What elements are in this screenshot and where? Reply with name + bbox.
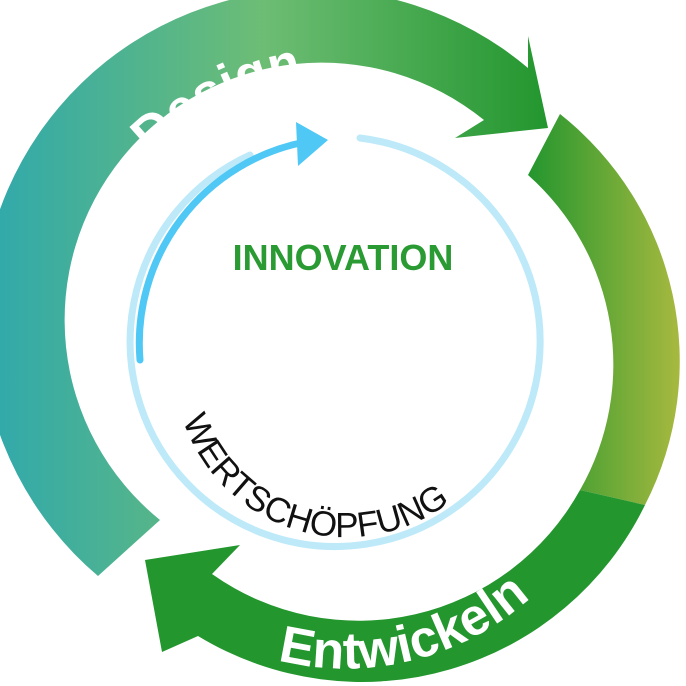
right-cycle-arrow [528, 114, 680, 505]
inner-circle-light-arc [126, 134, 544, 550]
entwickeln-cycle-arrow [145, 490, 645, 682]
inner-arrowhead-icon [296, 122, 328, 166]
inner-circle-arc [135, 138, 309, 364]
entwickeln-label: Entwickeln [275, 562, 538, 681]
innovation-title: INNOVATION [233, 237, 454, 278]
design-cycle-arrow [0, 0, 548, 576]
wertschoepfung-label: WERTSCHÖPFUNG [175, 408, 455, 546]
